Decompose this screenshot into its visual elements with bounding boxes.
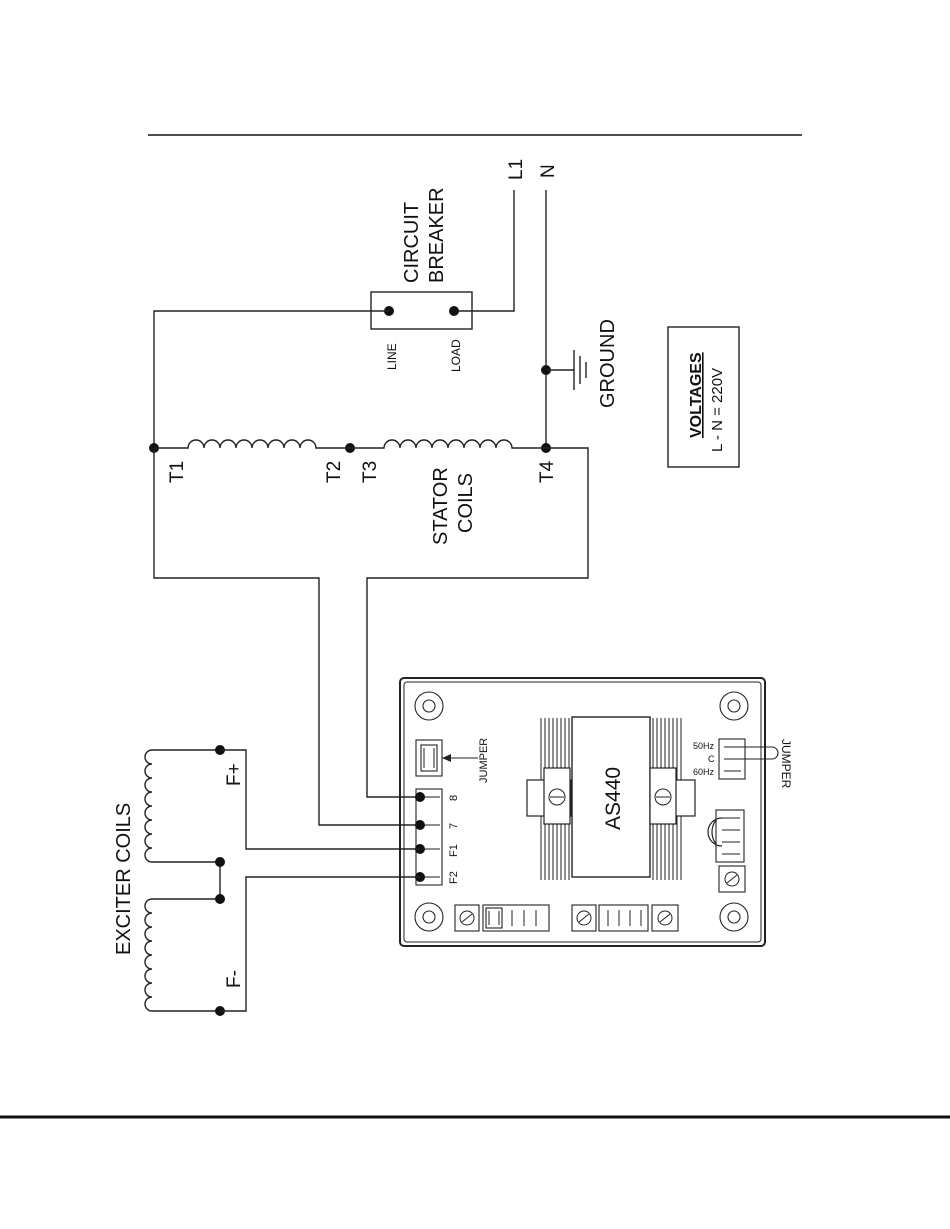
- hz60-label: 60Hz: [693, 767, 715, 777]
- f-plus-label: F+: [224, 763, 245, 786]
- terminal-block: [416, 789, 442, 885]
- exciter-mid-junction-1: [215, 857, 225, 867]
- term7-dot: [415, 820, 425, 830]
- termF1-label: F1: [448, 844, 460, 857]
- f-minus-wire: [220, 877, 420, 1011]
- left-jumper-arrowhead: [442, 754, 451, 762]
- bottom-connector-2: [599, 905, 648, 931]
- breaker-load-terminal: [449, 306, 459, 316]
- terminal-slots: [422, 797, 440, 877]
- l1-wire: [454, 190, 514, 311]
- n-label: N: [538, 164, 559, 178]
- right-screw: [719, 866, 745, 892]
- exciter-coil-upper: [145, 750, 220, 862]
- left-jumper-block: [416, 740, 442, 776]
- bottom-connector-1: [483, 905, 549, 931]
- stator-coil-1: [154, 440, 350, 448]
- mounting-hole-br: [720, 903, 748, 931]
- exciter-coil-lower: [145, 899, 220, 1011]
- term7-label: 7: [448, 823, 460, 829]
- mounting-hole-bl: [415, 903, 443, 931]
- t3-label: T3: [360, 461, 381, 483]
- bottom-screw-3: [652, 905, 678, 931]
- hz50-label: 50Hz: [693, 741, 715, 751]
- breaker-label: BREAKER: [426, 187, 448, 283]
- exciter-mid-junction-2: [215, 894, 225, 904]
- term8-dot: [415, 792, 425, 802]
- ground-symbol: [574, 350, 586, 390]
- stator-coil-2: [350, 440, 546, 448]
- mounting-hole-tl: [415, 692, 443, 720]
- ground-label: GROUND: [597, 319, 619, 408]
- right-jumper-label: JUMPER: [779, 739, 793, 789]
- term8-label: 8: [448, 795, 460, 801]
- voltages-title: VOLTAGES: [688, 352, 705, 438]
- exciter-label: EXCITER COILS: [113, 803, 135, 955]
- breaker-to-t1-wire: [154, 311, 389, 448]
- f-minus-label: F-: [224, 970, 245, 988]
- t2-label: T2: [324, 461, 345, 483]
- termF2-label: F2: [448, 871, 460, 884]
- t4-label: T4: [537, 460, 558, 483]
- t1-to-term7-wire: [154, 448, 420, 825]
- c-label: C: [708, 754, 715, 764]
- line-label: LINE: [385, 343, 399, 370]
- frequency-jumper-loop: [741, 747, 778, 759]
- l1-label: L1: [506, 159, 527, 180]
- coils-label: COILS: [455, 473, 477, 533]
- left-jumper-label: JUMPER: [478, 738, 490, 783]
- bottom-screw-1: [455, 905, 479, 931]
- bottom-screw-2: [572, 905, 596, 931]
- load-label: LOAD: [449, 339, 463, 372]
- circuit-label: CIRCUIT: [401, 202, 423, 283]
- right-connector: [708, 810, 744, 862]
- voltages-value: L - N = 220V: [709, 368, 726, 452]
- stator-label: STATOR: [430, 467, 452, 545]
- f-plus-wire: [220, 750, 420, 849]
- avr-model-label: AS440: [602, 767, 625, 830]
- t1-label: T1: [167, 461, 188, 483]
- mounting-hole-tr: [720, 692, 748, 720]
